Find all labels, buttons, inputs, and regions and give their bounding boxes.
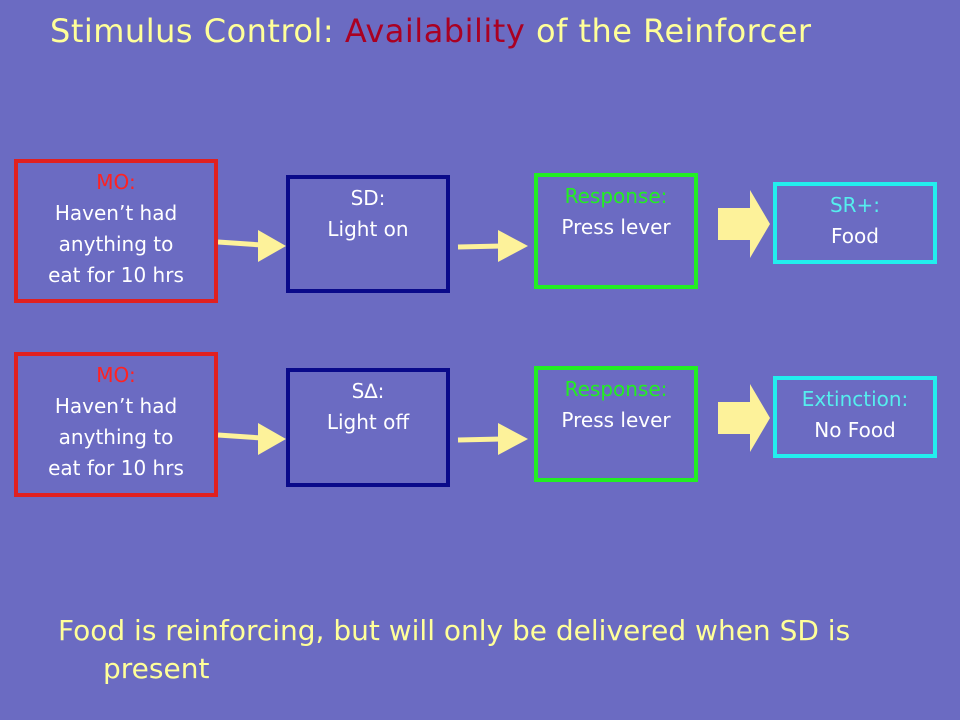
slide-title: Stimulus Control: Availability of the Re… xyxy=(50,12,812,50)
sd-box-row1: SD: Light on xyxy=(286,175,450,293)
mo-line: eat for 10 hrs xyxy=(48,263,184,287)
outcome-head: SR+: xyxy=(829,193,881,217)
sd-head: S∆: xyxy=(351,379,385,403)
mo-box-row1: MO: Haven’t had anything to eat for 10 h… xyxy=(14,159,218,303)
footer-line-2: present xyxy=(103,652,210,685)
arrow-sd-to-response-row2 xyxy=(457,423,528,455)
response-box-row2: Response: Press lever xyxy=(534,366,698,482)
mo-box-row2: MO: Haven’t had anything to eat for 10 h… xyxy=(14,352,218,497)
block-arrow-row2 xyxy=(718,384,770,452)
footer-line-1: Food is reinforcing, but will only be de… xyxy=(58,614,851,647)
mo-line: Haven’t had xyxy=(54,201,178,225)
mo-line: Haven’t had xyxy=(54,394,178,418)
arrow-mo-to-sd-row2 xyxy=(217,423,286,455)
title-accent: Availability xyxy=(344,12,526,50)
sd-box-row2: S∆: Light off xyxy=(286,368,450,487)
mo-head: MO: xyxy=(96,170,136,194)
response-line: Press lever xyxy=(561,215,671,239)
footer-caption: Food is reinforcing, but will only be de… xyxy=(58,612,850,688)
outcome-line: Food xyxy=(831,224,879,248)
response-head: Response: xyxy=(564,377,668,401)
sd-head: SD: xyxy=(350,186,386,210)
sd-line: Light on xyxy=(327,217,409,241)
mo-line: eat for 10 hrs xyxy=(48,456,184,480)
outcome-box-row2: Extinction: No Food xyxy=(773,376,937,458)
mo-head: MO: xyxy=(96,363,136,387)
response-box-row1: Response: Press lever xyxy=(534,173,698,289)
mo-line: anything to xyxy=(58,425,174,449)
block-arrow-row1 xyxy=(718,190,770,258)
sd-line: Light off xyxy=(326,410,410,434)
title-suffix: of the Reinforcer xyxy=(535,12,812,50)
mo-line: anything to xyxy=(58,232,174,256)
outcome-box-row1: SR+: Food xyxy=(773,182,937,264)
outcome-line: No Food xyxy=(814,418,896,442)
arrow-mo-to-sd-row1 xyxy=(217,230,286,262)
outcome-head: Extinction: xyxy=(801,387,909,411)
response-line: Press lever xyxy=(561,408,671,432)
title-prefix: Stimulus Control: xyxy=(50,12,335,50)
arrow-sd-to-response-row1 xyxy=(457,230,528,262)
response-head: Response: xyxy=(564,184,668,208)
